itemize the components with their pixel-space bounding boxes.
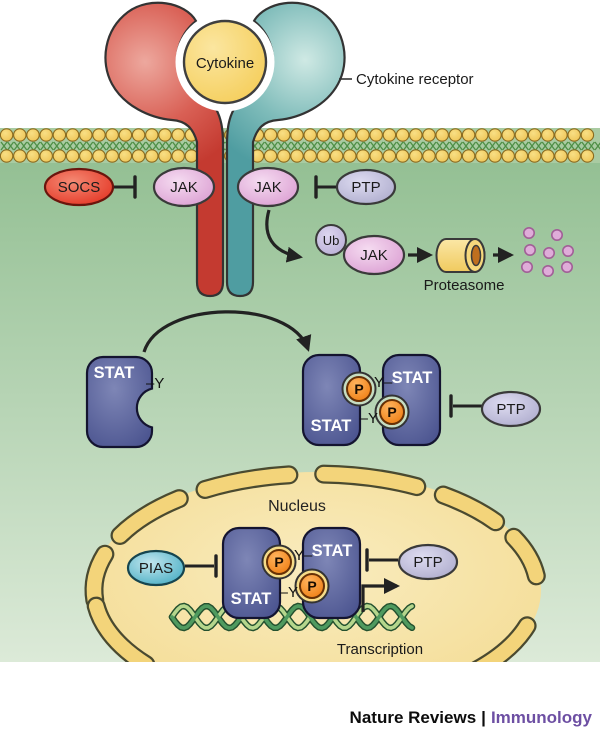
jak-right-label: JAK [254,179,282,196]
cytokine-label: Cytokine [196,55,254,72]
ubiquitin-label: Ub [323,233,340,248]
phosphate [266,549,292,575]
jak-left-label: JAK [170,179,198,196]
ptp-membrane-label: PTP [351,179,380,196]
ptp-nucleus-label: PTP [413,554,442,571]
phosphate [299,573,325,599]
ptp-membrane [335,168,397,206]
proteasome [435,238,486,273]
nuclear-envelope-segments [84,464,546,662]
stat-monomer-tyrosine: –Y [146,375,164,392]
tyrosine-top: Y– [374,374,393,391]
ubiquitin [315,224,347,256]
tyrosine-bottom: –Y [280,584,298,601]
transcription-start-arrow [361,578,400,612]
ptp-cytoplasm [480,390,542,428]
dna-double-helix [168,602,416,632]
lipid-tails [0,141,600,151]
stat-monomer-label: STAT [94,364,135,382]
stat-dimerization-arrow [142,310,312,353]
nucleus-label: Nucleus [268,498,326,515]
socs-label: SOCS [58,179,101,196]
stat-dimer-nucleus: P P Y– –Y STAT STAT [221,526,362,620]
jak-right [236,166,300,208]
phosphate-label: P [307,578,316,594]
phosphate-label: P [354,381,363,397]
phosphate-label: P [387,404,396,420]
plasma-membrane [0,128,600,163]
journal-name: Nature Reviews [349,708,477,727]
transcription-label: Transcription [337,641,423,658]
degraded-peptide-dots [520,227,574,277]
stat-dimer-right-label: STAT [312,542,353,560]
tyrosine-bottom: –Y [360,410,378,427]
pias-protein [126,549,186,587]
tyrosine-top: Y– [294,547,313,564]
proteasome-label: Proteasome [424,277,505,294]
jak-ubiquitinated-label: JAK [360,247,388,264]
stat-dimer-left-label: STAT [311,417,352,435]
footer-separator: | [481,708,486,727]
journal-section: Immunology [490,708,592,727]
receptor-label: Cytokine receptor [356,71,474,88]
stat-dimer-cytoplasm: P P Y– –Y STAT STAT [301,353,442,447]
phosphate-label: P [274,554,283,570]
stat-monomer [85,355,154,449]
ptp-cytoplasm-label: PTP [496,401,525,418]
jak-ubiquitination-arrow [265,209,303,263]
stat-dimer-right-label: STAT [392,369,433,387]
phosphate [346,376,372,402]
ptp-nucleus [397,543,459,581]
jak-left [152,166,216,208]
journal-footer: Nature Reviews|Immunology [350,708,592,728]
jak-ubiquitinated [342,234,406,276]
cytokine-white-halo [175,12,275,112]
phosphate [379,399,405,425]
cytokine-ligand [182,19,268,105]
stat-dimer-left-label: STAT [231,590,272,608]
pias-label: PIAS [139,560,173,577]
socs-protein [43,167,115,207]
